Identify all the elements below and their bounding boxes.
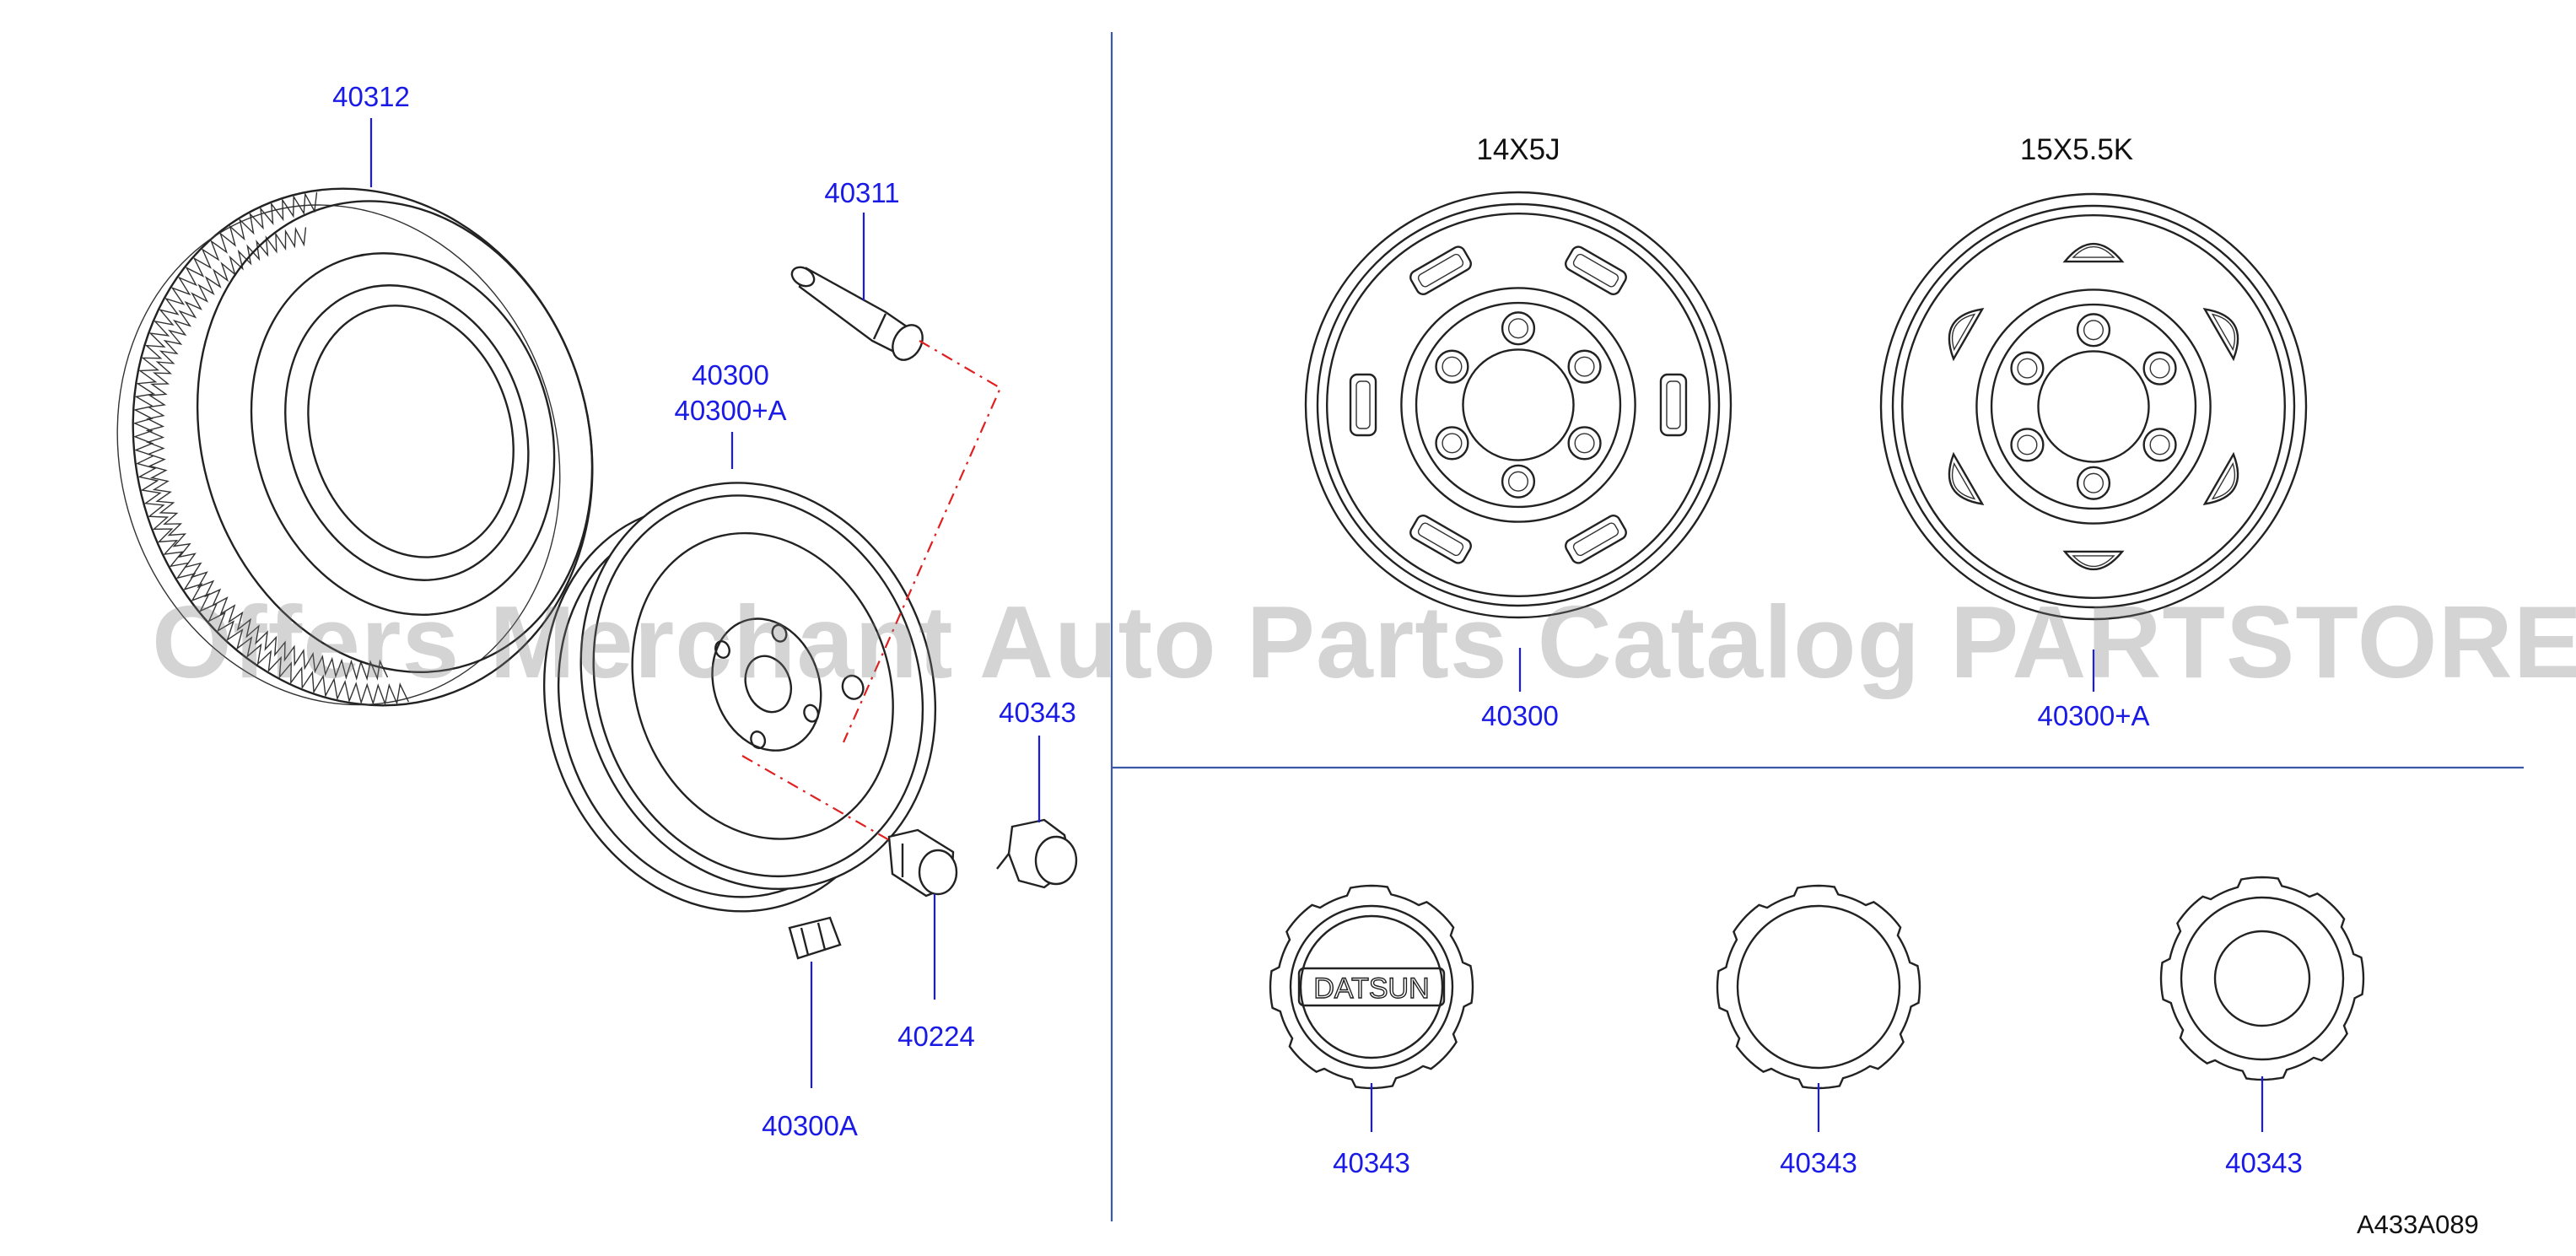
size-label-15x5-5k: 15X5.5K [2019,133,2134,166]
valve-centerline [842,340,1002,743]
callout-tire: 40312 [332,81,410,112]
cap-ring-drawing [2159,876,2365,1081]
callout-wheel-a: 40300 [1481,700,1559,731]
small-cap-drawing [996,818,1078,889]
tire-drawing [116,187,594,707]
cap-logo-text: DATSUN [1313,973,1429,1005]
callout-wheel-assy-2: 40300+A [674,395,787,426]
cap-datsun-drawing: DATSUN [1269,884,1474,1090]
wheel-15x5-5k-drawing [1879,192,2308,621]
callout-nut: 40224 [897,1021,975,1052]
balance-weight-drawing [788,916,842,960]
callout-valve: 40311 [824,177,900,208]
callout-wheel-b: 40300+A [2037,700,2150,731]
diagram-reference: A433A089 [2357,1210,2479,1239]
size-label-14x5j: 14X5J [1476,133,1560,166]
callout-cap-3: 40343 [2225,1147,2303,1178]
cap-plain-drawing [1716,884,1921,1090]
wheel-nut-drawing [887,828,958,898]
callout-cap-2: 40343 [1780,1147,1857,1178]
valve-stem-drawing [790,266,924,361]
wheel-14x5j-drawing [1304,191,1733,619]
callout-cap-1: 40343 [1333,1147,1410,1178]
callout-wheel-assy-1: 40300 [692,359,769,391]
callout-small-cap: 40343 [999,697,1076,728]
callout-weight: 40300A [762,1110,858,1141]
nut-centerline [741,755,903,849]
watermark: Offers Merchant Auto Parts Catalog PARTS… [152,585,2576,699]
steel-wheel-drawing [542,482,937,913]
